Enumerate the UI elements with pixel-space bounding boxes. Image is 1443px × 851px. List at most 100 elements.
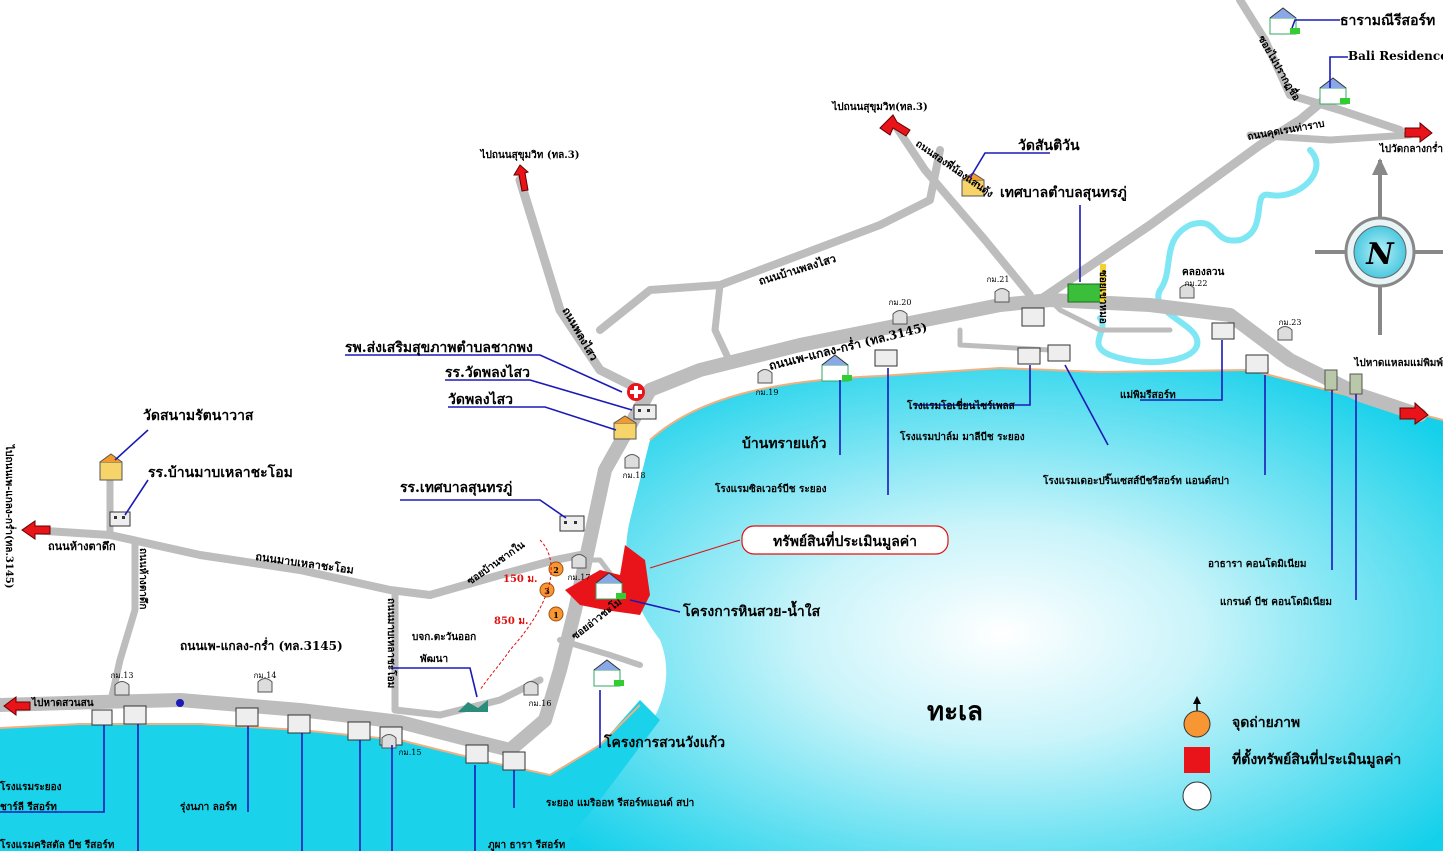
label-wat-santiwan: วัดสันติวัน (1018, 138, 1080, 154)
arrow-icon-left-mid (21, 520, 51, 540)
compass-letter: N (1365, 237, 1395, 272)
direction-hat-suan-son: ไปหาดสวนสน (31, 696, 94, 709)
sea-label: ทะเล (927, 697, 983, 727)
legend-photo-point-icon (1183, 710, 1211, 738)
house-icon-ban-sai-kaew (821, 354, 852, 382)
label-school-ban-map: รร.บ้านมาบเหลาชะโอม (148, 463, 293, 481)
label-ban-sai-kaew: บ้านทรายแก้ว (742, 436, 827, 452)
school-icon-tessaban (559, 515, 585, 532)
direction-wat-klang-kram: ไปวัดกลางกร่ำ (1379, 141, 1443, 155)
label-silver-beach: โรงแรมซิลเวอร์บีช ระยอง (714, 482, 827, 495)
direction-left-vertical: ไปถนนเพ-แกลง-กร่ำ(ทล.3145) (3, 444, 17, 588)
house-icon-tharamani (1269, 7, 1300, 35)
school-icon-wat-phlong (633, 404, 657, 420)
label-hin-suay: โครงการหินสวย-น้ำใส (682, 600, 821, 620)
house-icon-hin-suay (595, 572, 626, 600)
label-grand: แกรนด์ บีช คอนโดมิเนียม (1220, 595, 1332, 608)
sea-main (560, 368, 1443, 851)
leader-lines (0, 19, 1357, 851)
photo-point-2: 2 (553, 565, 559, 575)
shore-line (649, 366, 1443, 441)
arrow-icon-left-bottom (3, 696, 31, 716)
legend-photo-point-label: จุดถ่ายภาพ (1232, 715, 1300, 731)
map-icons (91, 7, 1363, 771)
temple-icon-sanam (99, 453, 123, 481)
compass-rose (1315, 158, 1443, 335)
direction-top-mid: ไปถนนสุขุมวิท(ทล.3) (831, 100, 927, 113)
label-hospital: รพ.ส่งเสริมสุขภาพตำบลชากพง (345, 340, 533, 356)
office-icon-tessaban (1067, 264, 1106, 303)
hotel-icons (91, 307, 1269, 771)
label-charlie: ชาร์ลี รีสอร์ท (0, 801, 57, 813)
arrow-icon-top-left (513, 164, 529, 192)
label-wat-phlong: วัดพลงไสว (448, 390, 513, 408)
road-hang-ta-luek-v: ถนนห้างตาดึก (137, 548, 149, 609)
label-bali: Bali Residence 83A (1348, 49, 1443, 63)
property-callout-text: ทรัพย์สินที่ประเมินมูลค่า (773, 531, 917, 550)
label-phupha-thara: ภูผา ธารา รีสอร์ท (488, 839, 566, 851)
photo-point-1: 1 (553, 610, 559, 620)
legend-property-icon (1184, 747, 1210, 773)
label-tessaban-office: เทศบาลตำบลสุนทรภู่ (1000, 185, 1127, 201)
label-suan-wang-kaew: โครงการสวนวังแก้ว (603, 733, 725, 751)
km-19: กม.19 (756, 388, 779, 397)
label-rayong-hotel: โรงแรมระยอง (0, 780, 62, 793)
km-marker-icons (114, 284, 1293, 749)
km-17: กม.17 (568, 573, 591, 582)
temple-icon-santiwan (961, 172, 985, 197)
label-rung-napha: รุ่งนภา ลอร์ท (180, 801, 237, 813)
km-15: กม.15 (399, 748, 422, 757)
label-palm-mali: โรงแรมปาล์ม มาลีบีช ระยอง (899, 430, 1025, 443)
direction-arrows (3, 114, 1433, 716)
location-dot (176, 699, 184, 707)
km-13: กม.13 (111, 671, 134, 680)
arrow-icon-right-bottom (1399, 401, 1429, 425)
arrow-icon-right-top (1404, 121, 1433, 143)
label-ocean-side: โรงแรมโอเชี่ยนไซร์เพลส (906, 398, 1016, 412)
label-atara: อาธารา คอนโดมิเนียม (1208, 557, 1307, 570)
photo-points (539, 561, 564, 622)
label-mae-phim: แม่พิมรีสอร์ท (1120, 389, 1176, 401)
distance-arc (479, 539, 552, 691)
road-top-right-soi: ซอยไม่ปรากฏชื่อ (1255, 33, 1304, 103)
label-crystal: โรงแรมคริสตัล บีช รีสอร์ท (0, 838, 115, 851)
km-16: กม.16 (529, 699, 552, 708)
house-icon-suan-wang-kaew (593, 659, 624, 687)
legend (1182, 696, 1212, 811)
label-prince: โรงแรมเดอะปริ๊นเซสส์บีชรีสอร์ท แอนด์สปา (1042, 473, 1229, 487)
road-soi-khao-kham: ซอยเขาหมอ (1097, 270, 1108, 324)
label-bk-tawan-ok: บจก.ตะวันออก (412, 631, 476, 643)
property-callout-box[interactable] (741, 525, 949, 555)
distance-150: 150 ม. (503, 574, 537, 585)
khlong-lawan-canal (1095, 147, 1320, 366)
road-pe-klaeng-kram-bottom: ถนนเพ-แกลง-กร่ำ (ทล.3145) (180, 637, 343, 653)
road-phlong-sai: ถนนพลงไสว (559, 305, 601, 364)
distance-850: 850 ม. (494, 616, 528, 627)
condo-icons (1324, 369, 1363, 395)
school-icon-ban-map (109, 511, 131, 527)
road-mabs-vertical: ถนนมาบเหลาชะโอม (385, 598, 398, 688)
label-tharamani: ธารามณีรีสอร์ท (1340, 12, 1435, 29)
legend-property-label: ที่ตั้งทรัพย์สินที่ประเมินมูลค่า (1232, 748, 1401, 768)
direction-laem-mae-phim: ไปหาดแหลมแม่พิมพ์ (1353, 356, 1443, 369)
factory-icon-phatthana (458, 700, 488, 712)
km-20: กม.20 (889, 298, 912, 307)
hospital-icon (627, 383, 645, 401)
photo-point-3: 3 (544, 586, 550, 596)
sea-left (0, 700, 660, 851)
road-hang-ta-luek: ถนนห้างตาดึก (48, 540, 116, 553)
label-school-tessaban: รร.เทศบาลสุนทรภู่ (400, 480, 512, 496)
arrow-icon-top-mid (879, 114, 911, 137)
label-phatthana: พัฒนา (420, 653, 448, 665)
km-23: กม.23 (1279, 318, 1302, 327)
km-21: กม.21 (987, 275, 1010, 284)
house-icon-bali (1319, 77, 1350, 105)
label-rayong-marriott: ระยอง แมริออท รีสอร์ทแอนด์ สปา (546, 797, 694, 809)
km-22: กม.22 (1185, 279, 1208, 288)
legend-blank-icon (1182, 781, 1212, 811)
label-wat-sanam: วัดสนามรัตนาวาส (143, 408, 254, 424)
km-14: กม.14 (254, 671, 277, 680)
khlong-lawan-label: คลองลวน (1182, 267, 1224, 278)
direction-top-left: ไปถนนสุขุมวิท (ทล.3) (480, 148, 580, 161)
